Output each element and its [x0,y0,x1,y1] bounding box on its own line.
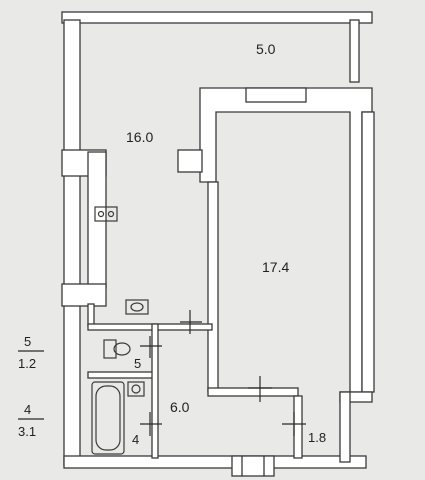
fixtures [91,206,149,455]
kitchen-sink-bowl-icon [130,302,144,312]
left-wall-lower [63,174,81,466]
bathtub-icon [91,381,125,455]
bath-sink-icon [127,381,145,397]
legend-bath-area: 3.1 [18,424,36,439]
legend-bath-number: 4 [24,402,31,417]
toilet-bowl-icon [113,342,131,356]
bottom-wall [63,455,367,469]
closet-area: 1.8 [308,430,326,445]
bathroom-right-wall [151,323,159,459]
partition-notch [61,283,107,307]
stove-burner-icon [107,210,115,218]
living-bottom-wall [207,387,299,397]
legend-toilet-area: 1.2 [18,356,36,371]
toilet-area: 5 [134,356,141,371]
partitions [61,151,303,459]
living-window [245,87,307,103]
toilet-bottom-wall [87,371,157,379]
side-legend: 5 1.2 4 3.1 [18,334,44,439]
closet-left-wall [293,395,303,459]
balcony-area: 5.0 [256,41,276,57]
bottom-right-column [339,391,351,463]
legend-toilet-number: 5 [24,334,31,349]
bath-sink-bowl-icon [131,384,141,394]
kitchen-partition [87,151,107,289]
room-labels: 5.0 16.0 17.4 5 6.0 4 1.8 [126,41,326,447]
right-wall [361,111,375,393]
walls [61,11,375,477]
balcony-right-wall [349,19,360,83]
partition-lower [87,303,95,327]
left-wall-upper [63,19,81,153]
living-area: 17.4 [262,259,289,275]
kitchen-sink-icon [125,299,149,315]
top-wall [61,11,373,24]
living-left-wall [207,181,219,393]
stove-icon [94,206,118,222]
kitchen-notch [177,149,203,173]
stove-burner-icon [97,210,105,218]
toilet-tank-icon [103,339,117,359]
bath-area: 4 [132,432,139,447]
door-markers [140,310,306,476]
bathtub-inner-icon [95,385,121,451]
kitchen-area: 16.0 [126,129,153,145]
entrance-door [231,455,275,477]
living-top-wall [199,87,373,393]
hall-area: 6.0 [170,399,190,415]
hall-top-wall [87,323,213,331]
